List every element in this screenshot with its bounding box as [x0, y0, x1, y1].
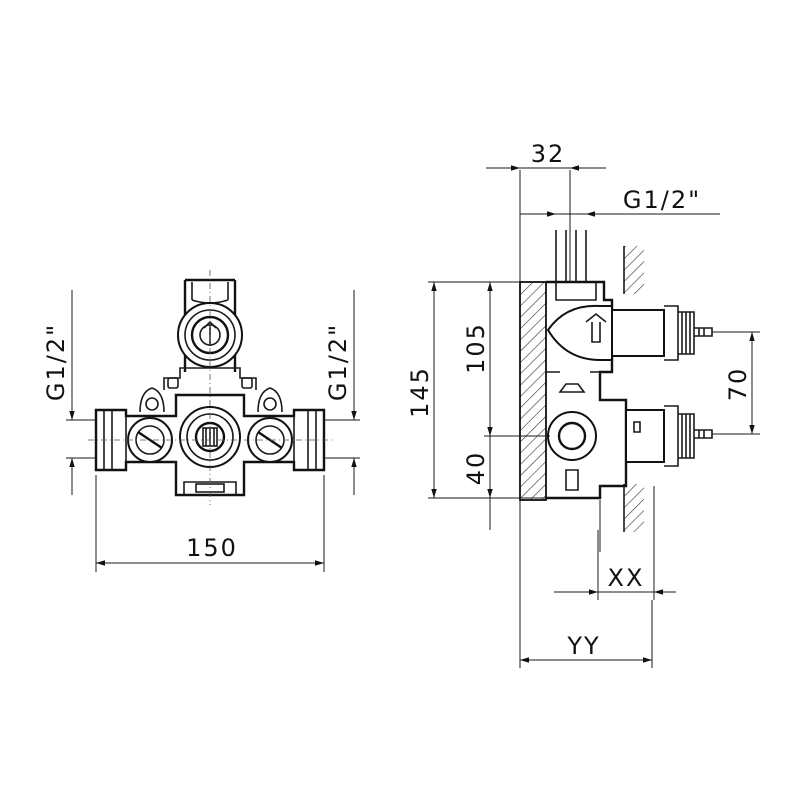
dim-inlet-left: G1/2": [42, 323, 70, 401]
dim-outlet-side: G1/2": [623, 186, 701, 214]
front-view: 150 G1/2" G1/2": [42, 270, 360, 572]
dim-height-lower: 40: [462, 451, 490, 486]
side-view: 32 G1/2" 145 105 40 70 XX: [406, 140, 760, 668]
dim-depth-top: 32: [531, 140, 566, 168]
dim-height-upper: 105: [462, 322, 490, 374]
dim-inlet-right: G1/2": [324, 323, 352, 401]
dim-xx: XX: [608, 564, 645, 592]
dim-spindle-spacing: 70: [724, 367, 752, 402]
dim-yy: YY: [566, 632, 600, 660]
dim-width-front: 150: [186, 534, 238, 562]
wall-plate: [519, 281, 547, 501]
dim-height-total: 145: [406, 366, 434, 418]
